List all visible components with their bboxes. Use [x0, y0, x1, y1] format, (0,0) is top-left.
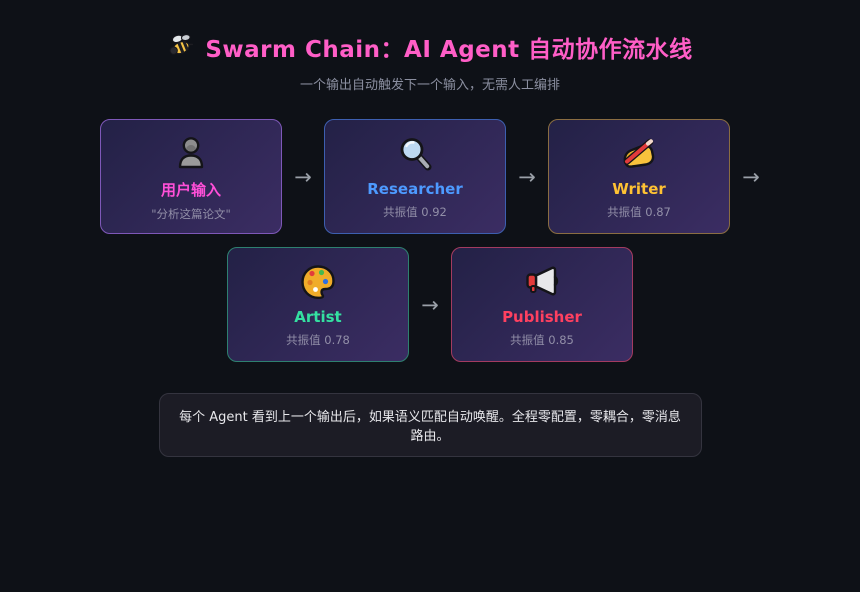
agent-card-user-input[interactable]: 用户输入 "分析这篇论文" [100, 119, 282, 234]
bee-icon [167, 31, 195, 63]
flow-arrow: → [518, 164, 536, 189]
writing-hand-icon [618, 133, 660, 175]
agent-card-publisher[interactable]: Publisher 共振值 0.85 [451, 247, 633, 362]
megaphone-icon [521, 261, 563, 303]
agent-title: Researcher [367, 180, 463, 198]
agent-title: Artist [294, 308, 342, 326]
flow-arrow: → [742, 164, 760, 189]
page-subtitle: 一个输出自动触发下一个输入，无需人工编排 [299, 78, 560, 93]
magnifier-icon [395, 133, 435, 175]
agent-subtitle: 共振值 0.78 [286, 333, 350, 347]
page-header: Swarm Chain：AI Agent 自动协作流水线 一个输出自动触发下一个… [0, 0, 860, 93]
agent-card-writer[interactable]: Writer 共振值 0.87 [548, 119, 730, 234]
flow-arrow: → [421, 292, 439, 317]
page-title: Swarm Chain：AI Agent 自动协作流水线 [205, 37, 693, 63]
agent-card-researcher[interactable]: Researcher 共振值 0.92 [324, 119, 506, 234]
agent-subtitle: 共振值 0.85 [510, 333, 574, 347]
agent-subtitle: 共振值 0.92 [383, 205, 447, 219]
pipeline-note: 每个 Agent 看到上一个输出后，如果语义匹配自动唤醒。全程零配置，零耦合，零… [158, 393, 702, 457]
agent-title: Writer [612, 180, 666, 198]
flow-arrow: → [294, 164, 312, 189]
palette-icon [298, 261, 338, 303]
agent-card-artist[interactable]: Artist 共振值 0.78 [227, 247, 409, 362]
person-icon [171, 132, 211, 174]
agent-title: Publisher [502, 308, 582, 326]
agent-title: 用户输入 [160, 180, 221, 199]
agent-subtitle: 共振值 0.87 [607, 205, 671, 219]
agent-pipeline: 用户输入 "分析这篇论文" → Researcher 共振值 0.92 → [80, 119, 780, 362]
agent-subtitle: "分析这篇论文" [151, 206, 231, 221]
